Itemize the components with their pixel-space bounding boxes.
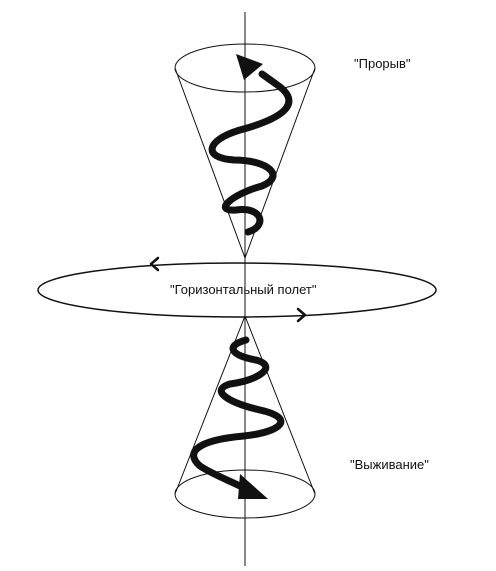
top-cone-left-edge (174, 67, 246, 259)
label-breakthrough: "Прорыв" (354, 56, 411, 71)
label-horizontal-flight: "Горизонтальный полет" (170, 282, 317, 297)
ellipse-arrow-left-icon (149, 256, 160, 272)
horizontal-ellipse (37, 262, 437, 318)
label-survival: "Выживание" (350, 457, 429, 472)
bottom-spiral-arrow (190, 336, 285, 490)
bottom-spiral-arrowhead (238, 474, 268, 499)
ellipse-arrow-right-icon (296, 307, 307, 323)
bottom-cone-right-edge (244, 315, 316, 495)
top-spiral-arrow (208, 70, 293, 236)
top-spiral-arrowhead (236, 54, 263, 80)
